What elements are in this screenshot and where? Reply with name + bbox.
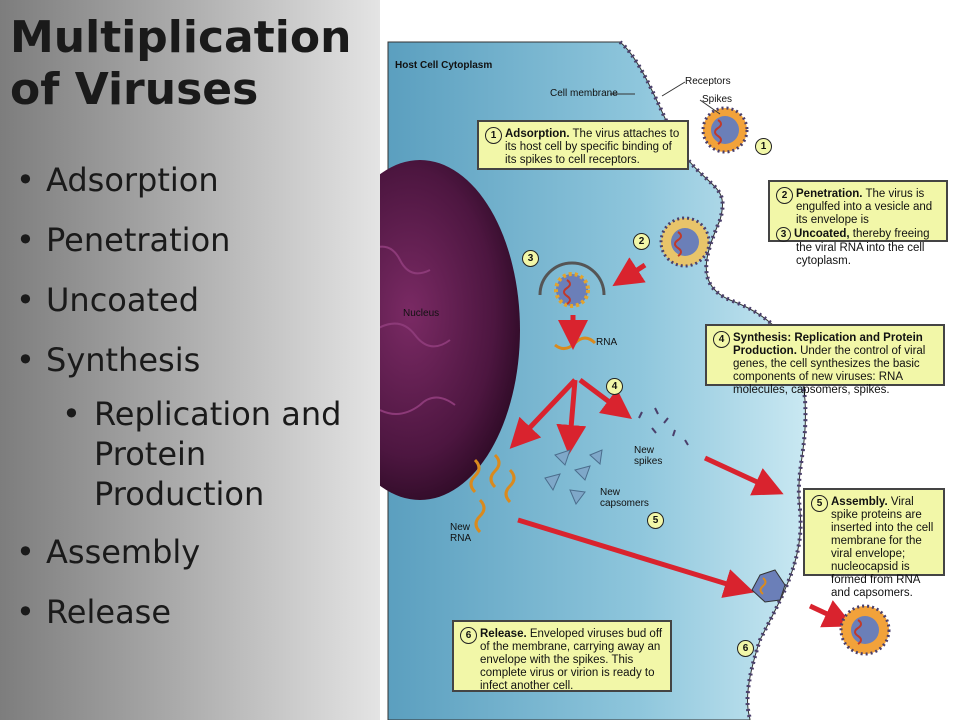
callout-3-text: thereby freeing the viral RNA into the c… [796,228,930,267]
step-5-marker: 5 [647,512,664,529]
host-cell-cytoplasm-label: Host Cell Cytoplasm [395,60,493,71]
callout-synthesis: 4 Synthesis: Replication and Protein Pro… [705,324,945,396]
sub-bullet-replication: Replication and Protein Production [14,394,374,514]
virus-uncoating [538,261,606,308]
nucleus-label: Nucleus [403,308,440,319]
callout-1-number: 1 [485,127,502,144]
slide-title: Multiplication of Viruses [10,12,370,116]
callout-3-number: 3 [776,227,791,242]
callout-3-title: Uncoated, [794,228,850,240]
title-line-1: Multiplication [10,12,352,63]
rna-label: RNA [596,337,618,348]
step-3-marker: 3 [522,250,539,267]
callout-6-text: Enveloped viruses bud off of the membran… [480,628,663,692]
step-4-marker: 4 [606,378,623,395]
callout-assembly: 5 Assembly. Viral spike proteins are ins… [803,488,945,599]
virus-penetration [659,216,711,268]
step-6-marker: 6 [737,640,754,657]
new-rna [469,453,516,534]
callout-2-title: Penetration. [796,188,863,200]
callout-4-number: 4 [713,331,730,348]
bullet-assembly: Assembly [14,532,374,572]
sub-bullet-line-3: Production [94,475,265,513]
callout-5-number: 5 [811,495,828,512]
bullet-release: Release [14,592,374,632]
new-capsomers-label: New capsomers [600,487,649,509]
virus-adsorption [701,106,749,154]
callout-4-text: Under the control of viral genes, the ce… [733,345,926,396]
bullet-synthesis: Synthesis [14,340,374,380]
callout-2-number: 2 [776,187,793,204]
nucleocapsid-assembly [751,569,786,603]
callout-5-text: Viral spike proteins are inserted into t… [831,496,934,599]
nucleus [380,160,520,500]
sub-bullet-line-1: Replication and [94,395,342,433]
virus-multiplication-diagram: Host Cell Cytoplasm Cell membrane Recept… [380,0,960,720]
callout-release: 6 Release. Enveloped viruses bud off of … [452,620,672,692]
bullet-adsorption: Adsorption [14,160,374,200]
bullet-uncoated: Uncoated [14,280,374,320]
title-line-2: of Viruses [10,64,259,115]
callout-adsorption: 1 Adsorption. The virus attaches to its … [477,120,689,170]
bullet-list: Adsorption Penetration Uncoated Synthesi… [14,160,374,652]
callout-4-title: Synthesis: Replication and Protein Produ… [733,332,923,357]
receptors-label: Receptors [685,76,731,87]
callout-6-title: Release. [480,628,527,640]
new-spikes-label: New spikes [634,445,663,467]
label-pointers [610,81,721,115]
callout-5-title: Assembly. [831,496,888,508]
callout-1-title: Adsorption. [505,128,570,140]
new-spikes [638,407,689,446]
slide-left-panel: Multiplication of Viruses Adsorption Pen… [0,0,380,720]
chromatin-texture [380,245,456,415]
process-arrows [509,257,854,628]
new-capsomers [544,449,603,505]
step-2-marker: 2 [633,233,650,250]
cell-membrane-label: Cell membrane [550,88,618,99]
sub-bullet-line-2: Protein [94,435,207,473]
callout-2-text: The virus is engulfed into a vesicle and… [796,188,933,226]
step-1-marker: 1 [755,138,772,155]
new-rna-label: New RNA [450,522,472,544]
callout-penetration-uncoating: 2 Penetration. The virus is engulfed int… [768,180,948,267]
callout-1-text: The virus attaches to its host cell by s… [505,128,680,166]
bullet-penetration: Penetration [14,220,374,260]
virus-released [839,604,891,656]
callout-6-number: 6 [460,627,477,644]
spikes-label: Spikes [702,94,733,105]
